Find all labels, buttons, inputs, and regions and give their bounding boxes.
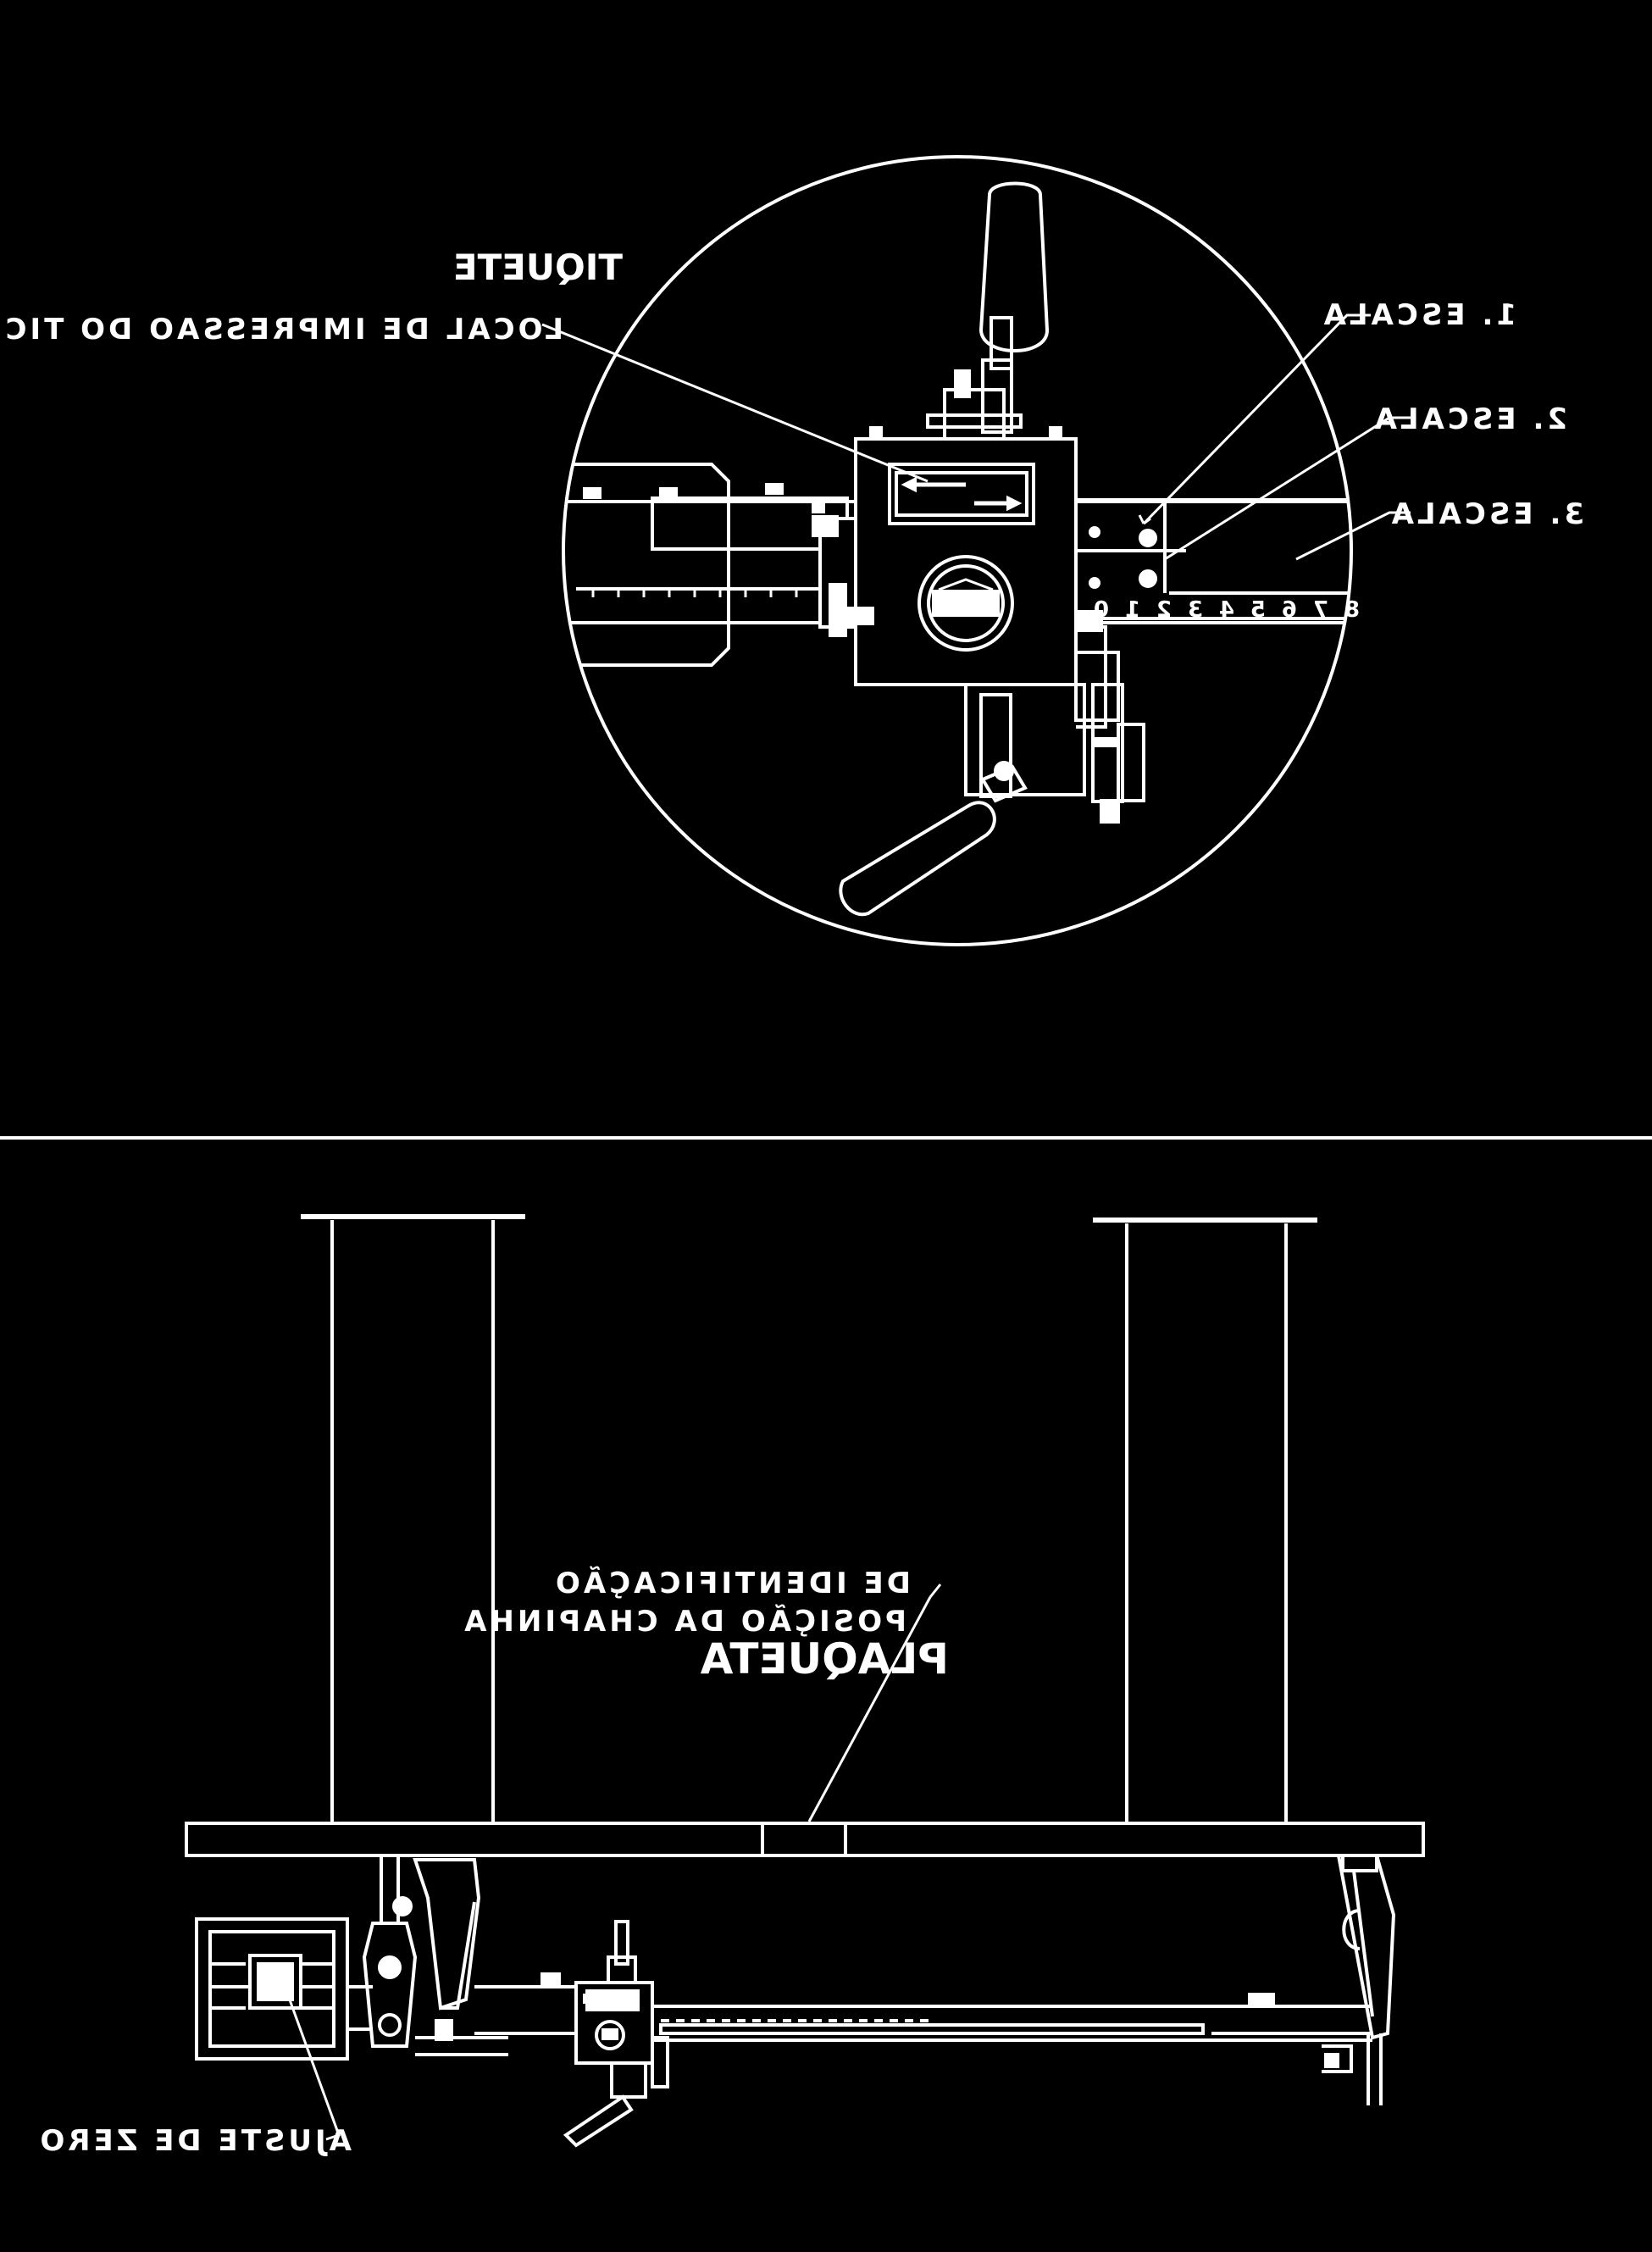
top-handle [926,181,1050,441]
scale-digit: 8 [1341,597,1360,623]
scale-digit: 3 [1184,597,1203,623]
weigh-beam [474,1972,1372,2042]
leader-plate [807,1596,932,1822]
scale-digit: 4 [1216,597,1234,623]
leader-scale-1 [1142,313,1371,525]
scale-digit: 0 [1090,597,1109,623]
leader-scale-3 [1295,511,1411,561]
identification-plate [761,1822,847,1857]
leader-ticket [541,323,929,483]
scale-digit: 5 [1247,597,1266,623]
label-print-location-handwritten: TIQUETE [453,247,623,288]
lever-mechanism [362,1855,508,2056]
scale-digit: 6 [1278,597,1297,623]
detail-circle [562,155,1353,946]
label-plate-position-line1: POSIÇÃO DA CHAPINHA [461,1604,906,1639]
left-bracket [563,463,730,667]
weighing-dial [917,555,1014,652]
right-column [1093,1218,1317,1823]
label-plate-handwritten: PLAQUETA [700,1634,949,1683]
label-scale-1: 1. ESCALA [1321,298,1516,332]
leader-zero-adjust [286,1994,341,2141]
left-column [301,1214,525,1823]
top-detail-view [541,155,1411,946]
label-scale-2: 2. ESCALA [1372,402,1567,436]
label-zero-adjust: AJUSTE DE ZERO [36,2124,352,2158]
bottom-handle [839,683,1145,917]
right-support [1322,1854,1396,2105]
scale-digit: 2 [1153,597,1172,623]
label-scale-3: 3. ESCALA [1389,497,1584,531]
side-view [185,1214,1425,2148]
zero-adjust-box [195,1917,373,2061]
poise-carriage [563,1920,669,2148]
label-print-location: LOCAL DE IMPRESSAO DO TICKET [0,313,563,347]
scale-digit: 1 [1122,597,1140,623]
scale-digit: 7 [1310,597,1328,623]
leader-scale-2 [1164,416,1411,561]
label-plate-position-line2: DE IDENTIFICAÇÃO [552,1566,911,1600]
